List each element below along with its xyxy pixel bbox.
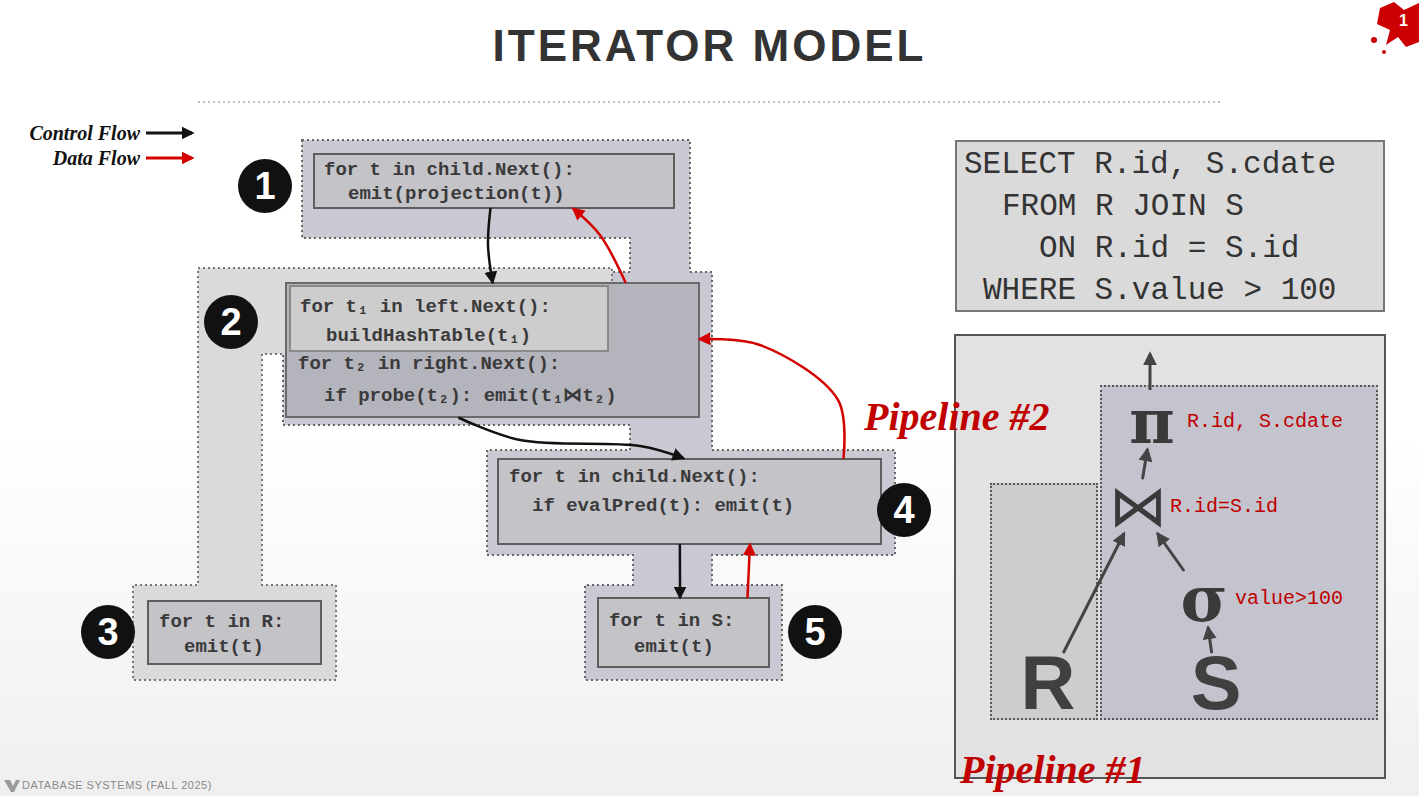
code-line: buildHashTable(t₁) xyxy=(326,325,531,347)
operator-symbol: ⋈ xyxy=(1108,478,1168,534)
callout-number: 4 xyxy=(877,483,931,537)
legend-text: Control Flow xyxy=(0,121,140,145)
footer-logo xyxy=(4,780,20,792)
title-rule xyxy=(198,101,1222,103)
footer-note: DATABASE SYSTEMS (FALL 2025) xyxy=(22,779,212,792)
callout-number: 3 xyxy=(81,605,135,659)
sql-line: FROM R JOIN S xyxy=(1002,189,1244,225)
callout-circle xyxy=(81,605,135,659)
output-arrow xyxy=(1149,354,1152,390)
page-number: 1 xyxy=(1399,12,1408,30)
pipeline-region: Pipeline #2πR.id, S.cdate⋈R.id=S.idσvalu… xyxy=(1100,385,1378,720)
operator-box: for t in S: emit(t) xyxy=(597,597,770,668)
legend-sample xyxy=(146,157,192,160)
legend-sample xyxy=(146,132,192,135)
sql-box: SELECT R.id, S.cdateFROM R JOIN S ON R.id… xyxy=(955,140,1385,312)
code-line: for t in R: xyxy=(159,611,284,633)
build-box: for t₁ in left.Next(): buildHashTable(t₁) xyxy=(289,285,609,352)
operator-label: R.id=S.id xyxy=(1170,495,1278,519)
code-line: emit(t) xyxy=(634,636,714,658)
code-line: for t₂ in right.Next(): xyxy=(298,353,560,375)
pipeline-shading xyxy=(283,140,895,680)
plan-operator: ⋈R.id=S.id xyxy=(1108,478,1168,534)
code-line: if evalPred(t): emit(t) xyxy=(532,495,794,517)
callout-number: 1 xyxy=(238,159,292,213)
operator-box: for t₂ in right.Next(): if probe(t₂): emi… xyxy=(285,282,700,418)
callout-number: 5 xyxy=(788,605,842,659)
data-flow-arrow xyxy=(574,209,626,282)
code-line: for t₁ in left.Next(): xyxy=(300,296,551,318)
callout-circle xyxy=(238,159,292,213)
code-line: if probe(t₂): emit(t₁⋈t₂) xyxy=(324,385,617,407)
code-line: emit(projection(t)) xyxy=(348,183,565,205)
data-flow-arrow xyxy=(748,545,750,597)
operator-box: for t in R: emit(t) xyxy=(147,600,322,665)
operator-label: R.id, S.cdate xyxy=(1187,410,1343,434)
data-flow-arrow xyxy=(700,339,844,458)
sql-line: SELECT R.id, S.cdate xyxy=(964,147,1336,183)
callout-circle xyxy=(877,483,931,537)
plan-operator: πR.id, S.cdate xyxy=(1124,394,1180,450)
slide-title: ITERATOR MODEL xyxy=(0,20,1419,72)
plan-edge xyxy=(1208,628,1211,652)
page-splat xyxy=(1377,2,1419,47)
relation-name: S xyxy=(1190,652,1242,714)
operator-symbol: σ xyxy=(1178,570,1230,628)
operator-box: for t in child.Next(): if evalPred(t): em… xyxy=(497,458,882,545)
control-flow-arrow xyxy=(679,545,682,597)
plan-edge xyxy=(1143,450,1148,478)
pipeline-label: Pipeline #2 xyxy=(864,397,1050,437)
callout-circle xyxy=(204,295,258,349)
operator-box: for t in child.Next():emit(projection(t)… xyxy=(313,153,675,209)
code-line: for t in child.Next(): xyxy=(509,466,760,488)
splat-drop xyxy=(1382,50,1386,54)
operator-symbol: π xyxy=(1124,394,1180,450)
operator-label: value>100 xyxy=(1235,587,1343,611)
plan-edge xyxy=(1158,534,1184,570)
callout-number: 2 xyxy=(204,295,258,349)
plan-operator: σvalue>100 xyxy=(1178,570,1230,628)
code-line: emit(t) xyxy=(184,636,264,658)
code-line: for t in S: xyxy=(609,610,734,632)
control-flow-arrow xyxy=(459,418,683,458)
code-line: for t in child.Next(): xyxy=(324,159,575,181)
sql-line: ON R.id = S.id xyxy=(1039,231,1299,267)
control-flow-arrow xyxy=(488,209,493,282)
relation-node: R xyxy=(1020,652,1076,714)
callout-circle xyxy=(788,605,842,659)
relation-node: S xyxy=(1190,652,1242,714)
relation-name: R xyxy=(1020,652,1076,714)
pipeline-region: Pipeline #1R xyxy=(990,483,1098,720)
sql-line: WHERE S.value > 100 xyxy=(983,273,1336,309)
legend-text: Data Flow xyxy=(0,146,140,170)
plan-edge xyxy=(1064,534,1124,652)
splat-drop xyxy=(1371,37,1377,43)
pipeline-label: Pipeline #1 xyxy=(960,750,1146,790)
